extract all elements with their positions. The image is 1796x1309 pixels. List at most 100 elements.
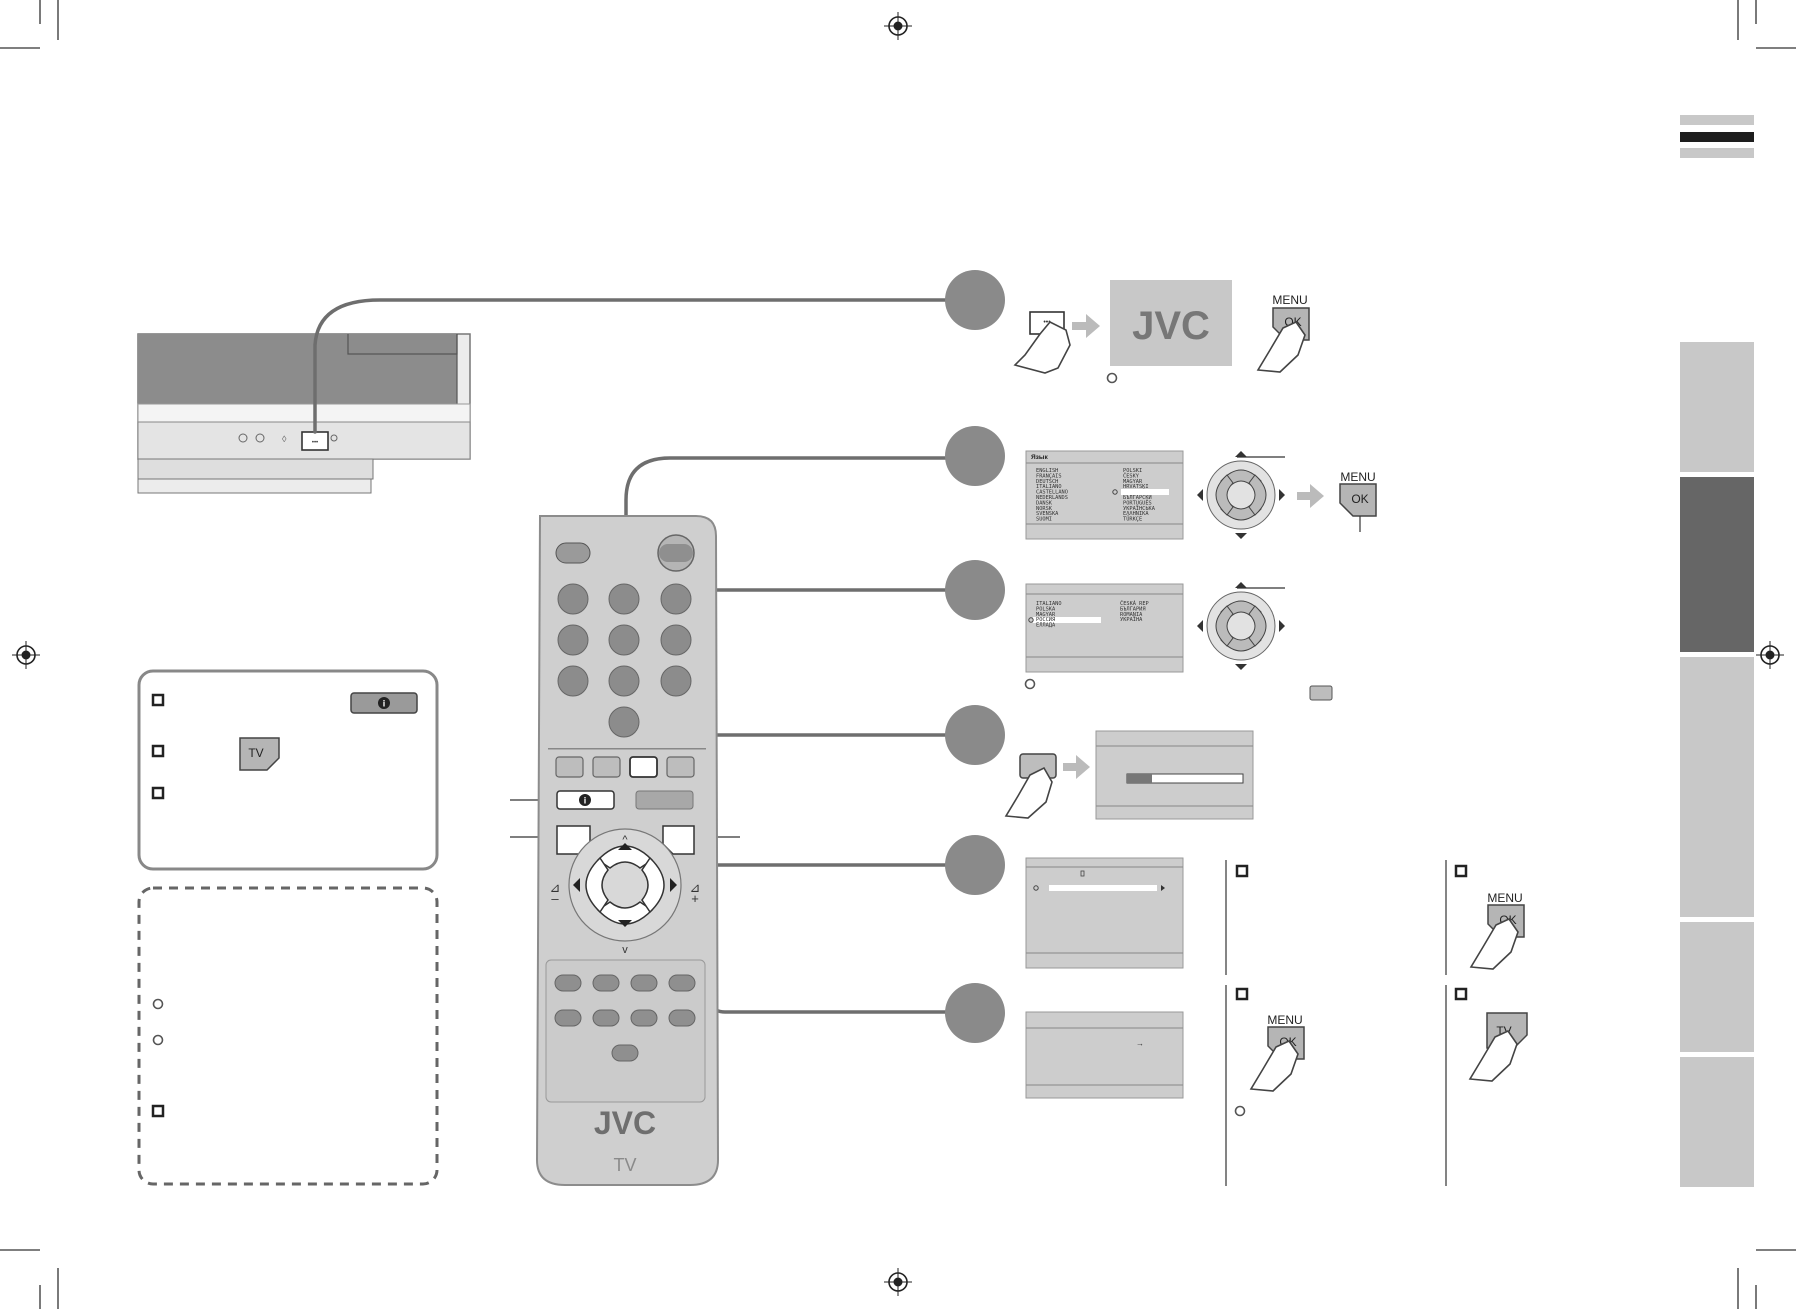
remote-key[interactable] (668, 1009, 696, 1027)
remote-dpad: ^ v ⊿ – ⊿ + (550, 828, 701, 956)
tv-screen-logo (1110, 280, 1232, 366)
remote-number-key[interactable] (608, 583, 640, 615)
svg-text:⊿: ⊿ (690, 880, 701, 895)
remote-number-key[interactable] (608, 706, 640, 738)
note-circle-icon (1106, 372, 1118, 384)
language-option: ČESKY (1123, 472, 1140, 479)
remote-number-key[interactable] (608, 624, 640, 656)
remote-key[interactable] (611, 1044, 639, 1062)
language-option: MAGYAR (1123, 479, 1143, 485)
edit-screen (1025, 857, 1184, 969)
result-screen (1025, 1011, 1184, 1099)
svg-text:◊: ◊ (282, 434, 287, 444)
step-1: ••• JVC MENU OK (1013, 280, 1310, 384)
svg-text:v: v (622, 944, 628, 956)
note-box: i TV (137, 669, 439, 871)
step-6: → MENU OK TV (1025, 985, 1528, 1186)
pointing-hand-icon (1468, 1029, 1518, 1082)
remote-key[interactable] (592, 974, 620, 992)
svg-text:OK: OK (1351, 492, 1368, 506)
country-option: POLSKA (1036, 606, 1056, 612)
language-option: DEUTSCH (1036, 479, 1058, 485)
registration-mark-bottom (884, 1268, 912, 1296)
svg-text:→: → (1136, 1039, 1144, 1048)
arrow-right-icon (1063, 755, 1090, 779)
note-circle-icon (152, 1034, 164, 1046)
note-circle-icon (1024, 678, 1036, 690)
svg-text:+: + (691, 891, 699, 906)
remote-number-key[interactable] (660, 665, 692, 697)
step-2: Язык ENGLISHFRANÇAISDEUTSCHITALIANOCASTE… (1025, 450, 1377, 540)
remote-menu-ok-button[interactable] (662, 825, 695, 855)
remote-number-key[interactable] (660, 583, 692, 615)
remote-color-key[interactable] (555, 756, 584, 778)
dpad-icon (1197, 451, 1285, 539)
remote-model-label: TV (613, 1155, 636, 1175)
language-option: FRANÇAIS (1036, 473, 1062, 479)
remote-number-key[interactable] (660, 624, 692, 656)
language-option: CASTELLANO (1036, 490, 1068, 496)
remote-key[interactable] (630, 1009, 658, 1027)
step-circles (945, 270, 1005, 1043)
svg-text:MENU: MENU (1340, 470, 1375, 484)
dpad-right-button[interactable] (641, 856, 665, 914)
language-option: SUOMI (1036, 517, 1052, 523)
language-option: ΕΛΛΗΝΙΚΑ (1123, 511, 1149, 517)
remote-color-key-highlight[interactable] (629, 756, 658, 778)
remote-key[interactable] (554, 1009, 582, 1027)
step-4 (1004, 730, 1254, 820)
registration-mark-top (884, 12, 912, 40)
svg-text:MENU: MENU (1267, 1013, 1302, 1027)
note-bullet-icon (151, 693, 165, 707)
language-option: БЪЛГАРСКИ (1123, 495, 1152, 501)
country-option: БЪЛГАРИЯ (1120, 606, 1146, 612)
menu-ok-button-icon (1339, 483, 1377, 517)
step-2-circle (945, 426, 1005, 486)
note-circle-icon (152, 998, 164, 1010)
arrow-right-icon (1297, 484, 1324, 508)
note-bullet-icon (1454, 864, 1468, 878)
remote-button[interactable] (555, 542, 591, 564)
remote-color-key[interactable] (592, 756, 621, 778)
remote-number-key[interactable] (557, 665, 589, 697)
pointing-hand-icon (1256, 320, 1306, 373)
language-option: PORTUGUÊS (1123, 498, 1152, 506)
section-tab[interactable] (1680, 922, 1754, 1052)
remote-number-key[interactable] (557, 624, 589, 656)
remote-number-key[interactable] (557, 583, 589, 615)
svg-text:–: – (551, 891, 559, 906)
remote-number-key[interactable] (608, 665, 640, 697)
remote-color-key[interactable] (666, 756, 695, 778)
remote-logo: JVC (594, 1105, 656, 1141)
language-option: POLSKI (1123, 468, 1142, 474)
tv-front-panel: ◊ ••• (137, 333, 471, 494)
step-3-circle (945, 560, 1005, 620)
note-bullet-icon (151, 744, 165, 758)
dpad-left-button[interactable] (585, 856, 609, 914)
note-circle-icon (1234, 1105, 1246, 1117)
remote-button[interactable] (635, 790, 694, 810)
note-bullet-icon (1235, 864, 1249, 878)
registration-mark-right (1756, 641, 1784, 669)
svg-text:•••: ••• (312, 440, 318, 446)
step-5: MENU OK (1025, 857, 1525, 975)
remote-key[interactable] (630, 974, 658, 992)
section-tab[interactable] (1680, 657, 1754, 917)
step-5-circle (945, 835, 1005, 895)
svg-text:Язык: Язык (1031, 454, 1048, 461)
svg-text:i: i (584, 796, 587, 806)
dpad-icon (1197, 582, 1285, 670)
remote-key[interactable] (668, 974, 696, 992)
section-tab[interactable] (1680, 342, 1754, 472)
section-tab[interactable] (1680, 1057, 1754, 1187)
section-tab-active[interactable] (1680, 477, 1754, 652)
remote-key[interactable] (592, 1009, 620, 1027)
number-keys (557, 583, 692, 738)
language-selected-highlight (1121, 489, 1169, 495)
svg-text:^: ^ (622, 834, 628, 846)
remote-key[interactable] (554, 974, 582, 992)
